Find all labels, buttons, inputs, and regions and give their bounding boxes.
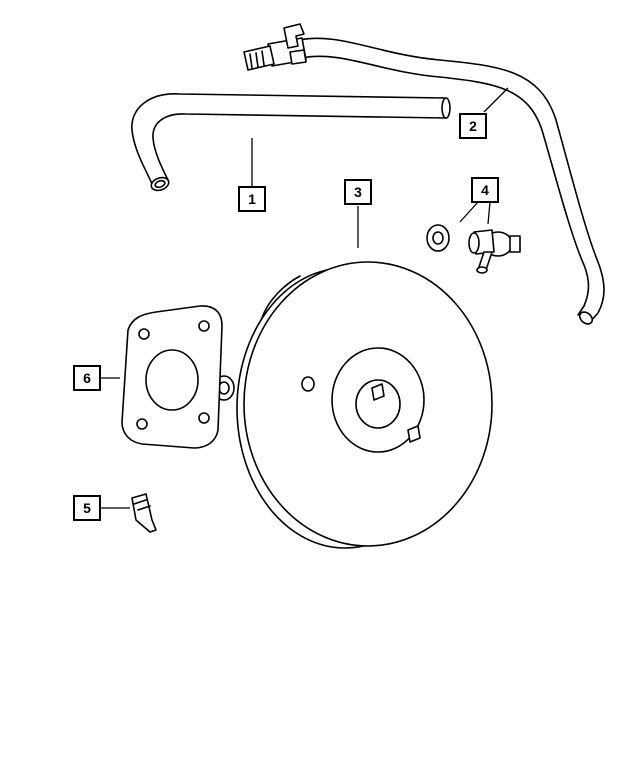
callout-1-label: 1 [248,191,256,207]
leader-line-4b [487,201,491,225]
callout-6-label: 6 [83,370,91,386]
check-valve-and-grommet [426,224,521,274]
retaining-clip [131,493,157,533]
brake-booster [213,261,493,549]
callout-4-label: 4 [481,182,489,198]
callout-5-label: 5 [83,500,91,516]
callout-2: 2 [459,113,487,139]
vacuum-hose-with-fitting [243,23,605,325]
callout-3-label: 3 [354,184,362,200]
callout-3: 3 [344,179,372,205]
callout-1: 1 [238,186,266,212]
callout-6: 6 [73,365,101,391]
callout-2-label: 2 [469,118,477,134]
callout-4: 4 [471,177,499,203]
leader-line-2 [483,87,509,113]
short-vacuum-hose [131,93,451,192]
callout-5: 5 [73,495,101,521]
leader-line-4a [459,201,479,223]
mounting-gasket [121,305,223,449]
